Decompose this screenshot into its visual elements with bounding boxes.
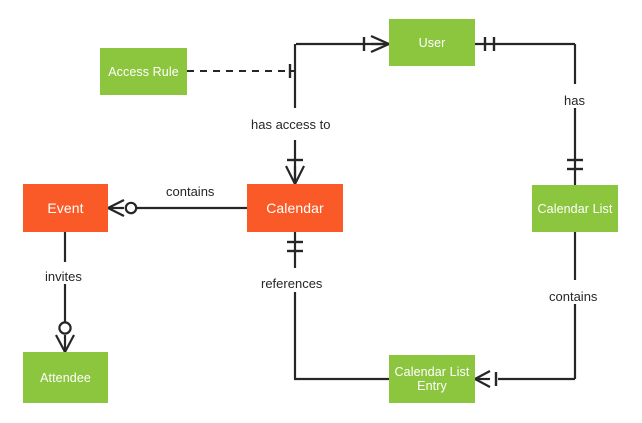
entity-label: Access Rule xyxy=(108,64,179,79)
entity-calendar[interactable]: Calendar xyxy=(247,184,343,232)
connector-access-rule-dashed xyxy=(187,64,295,78)
edge-label-references: references xyxy=(258,276,326,291)
entity-label: Calendar List Entry xyxy=(394,365,470,393)
entity-label: Event xyxy=(47,200,84,216)
connector-user-has-access-to-calendar xyxy=(285,34,390,185)
entity-label: Calendar xyxy=(266,200,324,216)
connector-user-has-calendar-list xyxy=(475,37,583,185)
crowsfoot-prong-right xyxy=(294,165,305,185)
connector-calendar-references-entry xyxy=(287,232,389,381)
cardinality-one-or-many-calendar-top xyxy=(285,158,305,185)
edge-label-contains-event-calendar: contains xyxy=(163,184,218,199)
crowsfoot-prong-lower xyxy=(107,207,125,217)
connector-event-invites-attendee xyxy=(55,232,75,353)
cardinality-circle-zero xyxy=(124,201,138,215)
connector-calendar-list-contains-entry xyxy=(474,232,577,388)
cardinality-exactly-one-calendar-bottom xyxy=(287,240,303,253)
entity-calendar-list-entry[interactable]: Calendar List Entry xyxy=(389,355,475,403)
crowsfoot-prong-upper xyxy=(107,199,125,209)
cardinality-zero-or-many-event xyxy=(107,199,138,217)
entity-calendar-list[interactable]: Calendar List xyxy=(532,185,618,232)
cardinality-exactly-one-calendar-list xyxy=(567,158,583,171)
edge-label-contains-calendar-list: contains xyxy=(546,289,601,304)
cardinality-one-or-many-calendar-list-entry xyxy=(474,370,498,388)
cardinality-circle-zero xyxy=(58,321,72,335)
edge-label-has: has xyxy=(561,93,588,108)
entity-label: User xyxy=(418,35,446,50)
crowsfoot-prong-lower xyxy=(370,42,390,54)
entity-label: Attendee xyxy=(40,370,91,385)
crowsfoot-prong-upper xyxy=(474,370,491,380)
entity-access-rule[interactable]: Access Rule xyxy=(100,48,187,95)
crowsfoot-prong-left xyxy=(55,334,66,353)
connector-event-contains-calendar xyxy=(107,199,247,217)
crowsfoot-prong-upper xyxy=(370,34,390,46)
entity-event[interactable]: Event xyxy=(23,184,108,232)
crowsfoot-prong-left xyxy=(285,165,296,185)
entity-user[interactable]: User xyxy=(389,19,475,66)
cardinality-one-or-many-user xyxy=(362,34,390,54)
entity-label: Calendar List xyxy=(537,201,613,216)
entity-attendee[interactable]: Attendee xyxy=(23,352,108,403)
cardinality-zero-or-many-attendee xyxy=(55,321,75,353)
cardinality-exactly-one-user xyxy=(483,37,496,51)
crowsfoot-prong-right xyxy=(64,334,75,353)
edge-label-has-access-to: has access to xyxy=(248,117,334,132)
crowsfoot-prong-lower xyxy=(474,378,491,388)
edge-label-invites: invites xyxy=(42,269,85,284)
